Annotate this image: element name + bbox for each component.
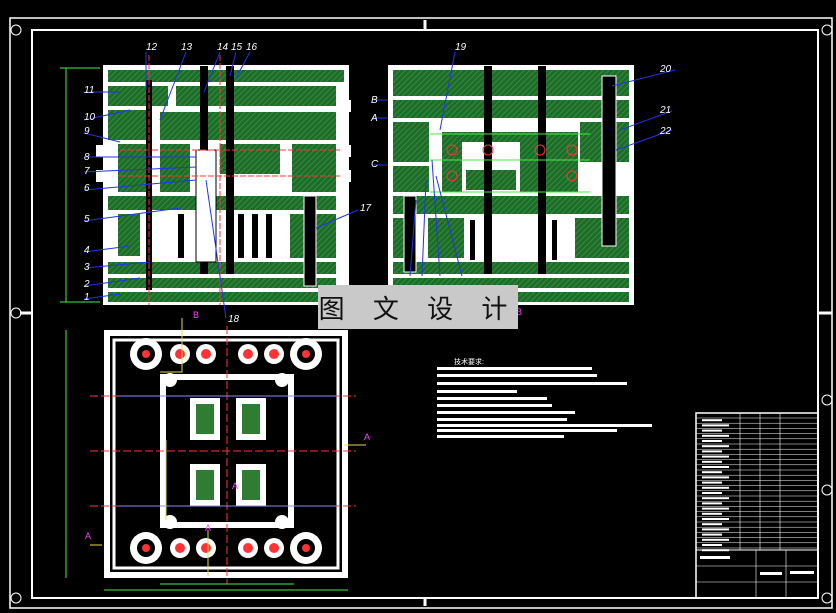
- part-label-8: 8: [84, 152, 90, 163]
- bom-row-text: [702, 440, 722, 442]
- bom-row-text: [702, 434, 729, 437]
- leaders-left: [83, 51, 359, 319]
- part-label-1: 1: [84, 292, 90, 303]
- part-label-12: 12: [146, 42, 158, 53]
- part-label-22: 22: [659, 126, 672, 137]
- cut-label-a-right: A: [364, 432, 370, 442]
- part-label-14: 14: [217, 42, 229, 53]
- technical-notes: 技术要求:: [437, 357, 652, 438]
- bom-row-text: [702, 523, 722, 526]
- cut-label-b-right: B: [516, 307, 522, 317]
- part-label-13: 13: [181, 42, 193, 53]
- bom-row-text: [702, 476, 729, 479]
- bom-row-text: [702, 507, 729, 510]
- bom-row-text: [702, 486, 729, 489]
- notes-title: 技术要求:: [454, 357, 484, 366]
- part-label-9: 9: [84, 126, 90, 137]
- cut-label-a-inner-2: A: [205, 523, 211, 533]
- drawing-frame: [9, 17, 833, 609]
- bom-row-text: [702, 450, 722, 453]
- part-label-3: 3: [84, 262, 90, 273]
- section-marker-b: B: [371, 95, 378, 106]
- watermark-banner: 图 文 设 计: [318, 285, 518, 329]
- part-label-15: 15: [231, 42, 243, 53]
- bom-row-text: [702, 528, 729, 531]
- part-label-17: 17: [360, 203, 372, 214]
- part-label-16: 16: [246, 42, 258, 53]
- bom-row-text: [702, 492, 722, 494]
- bom-row-text: [702, 419, 722, 422]
- part-label-5: 5: [84, 214, 90, 225]
- cut-label-a-left: A: [85, 531, 91, 541]
- bom-row-text: [702, 460, 722, 463]
- section-marker-a: A: [370, 113, 378, 124]
- right-section-view: [374, 65, 634, 305]
- cut-label-b-top: B: [193, 310, 199, 320]
- bom-row-text: [702, 471, 722, 474]
- part-label-21: 21: [659, 105, 671, 116]
- part-label-2: 2: [83, 279, 90, 290]
- bom-row-text: [702, 538, 729, 541]
- part-label-19: 19: [455, 42, 467, 53]
- bom-row-text: [702, 544, 722, 546]
- bom-row-text: [702, 502, 722, 505]
- bom-table: [696, 417, 818, 552]
- part-label-20: 20: [659, 64, 672, 75]
- bom-row-text: [702, 497, 729, 500]
- plan-view: [65, 318, 366, 591]
- bom-row-text: [702, 518, 729, 520]
- leaders-right: [409, 51, 676, 277]
- part-labels: 12 13 14 15 16 11 10 9 8 7 6 5 4 3 2 1 1…: [83, 42, 672, 541]
- bom-row-text: [702, 533, 722, 536]
- part-label-7: 7: [84, 166, 90, 177]
- part-label-6: 6: [84, 183, 90, 194]
- bom-row-text: [702, 424, 729, 427]
- section-marker-c: C: [371, 159, 379, 170]
- bom-row-text: [702, 512, 722, 515]
- part-label-11: 11: [84, 85, 94, 96]
- title-block: [695, 412, 819, 599]
- bom-row-text: [702, 455, 729, 458]
- bom-row-text: [702, 466, 729, 468]
- bom-row-text: [702, 445, 729, 448]
- part-label-4: 4: [84, 245, 90, 256]
- bom-row-text: [702, 481, 722, 484]
- bom-row-text: [702, 429, 722, 432]
- cut-label-a-inner-1: A: [232, 481, 238, 491]
- part-label-10: 10: [84, 112, 96, 123]
- part-label-18: 18: [228, 314, 240, 325]
